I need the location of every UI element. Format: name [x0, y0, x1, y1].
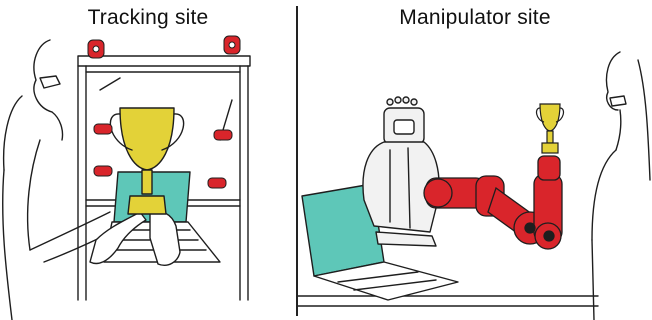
tracking-site-panel: Tracking site	[0, 0, 296, 320]
robot-arm	[424, 156, 562, 249]
tracking-site-illustration	[0, 0, 296, 320]
manipulator-site-panel: Manipulator site	[298, 0, 652, 320]
trophy-right	[537, 104, 564, 153]
person-right	[592, 52, 650, 320]
robot-body	[363, 97, 439, 246]
manipulator-site-illustration	[298, 0, 652, 320]
person-left	[3, 40, 116, 320]
